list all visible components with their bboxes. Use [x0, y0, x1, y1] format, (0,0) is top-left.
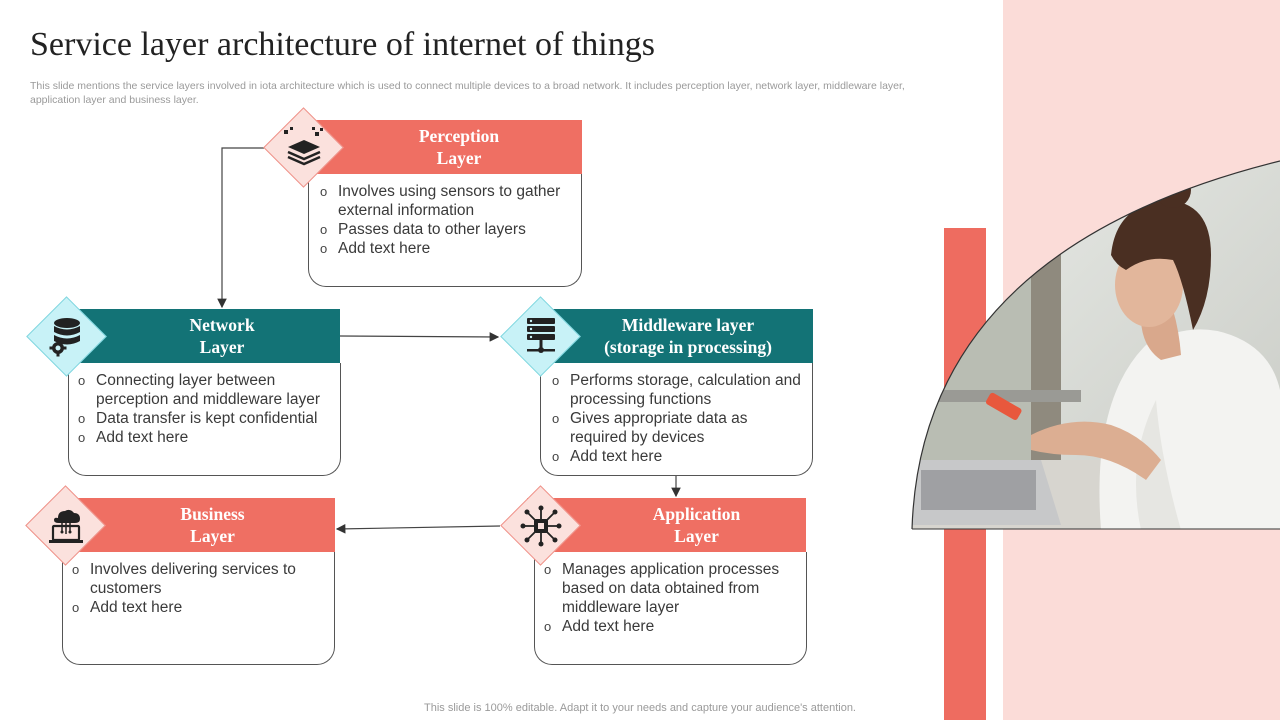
business-point: Involves delivering services to customer… — [71, 560, 326, 598]
business-title-line1: Business — [180, 504, 245, 524]
application-title-line2: Layer — [674, 526, 719, 546]
network-title-line1: Network — [189, 315, 255, 335]
arrow-application-to-business — [335, 524, 501, 534]
network-point: Add text here — [77, 428, 332, 447]
cloud-laptop-icon — [49, 509, 83, 543]
middleware-title-line1: Middleware layer — [621, 315, 755, 335]
perception-layer-box: Involves using sensors to gather externa… — [308, 174, 582, 287]
application-point: Manages application processes based on d… — [543, 560, 798, 617]
business-title-line2: Layer — [190, 526, 235, 546]
arrow-perception-to-network — [217, 147, 264, 309]
perception-point: Add text here — [319, 239, 571, 258]
page-subtitle: This slide mentions the service layers i… — [30, 80, 905, 106]
business-layer-box: Involves delivering services to customer… — [62, 552, 335, 665]
application-layer-box: Manages application processes based on d… — [534, 552, 807, 665]
middleware-title-line2: (storage in processing) — [604, 337, 772, 357]
middleware-layer-box: Performs storage, calculation and proces… — [540, 363, 813, 476]
network-point: Data transfer is kept confidential — [77, 409, 332, 428]
middleware-point: Add text here — [551, 447, 804, 466]
perception-layer-header: Perception Layer — [300, 120, 582, 174]
perception-point: Involves using sensors to gather externa… — [319, 182, 571, 220]
database-gear-icon — [49, 318, 80, 357]
network-layer-box: Connecting layer between perception and … — [68, 363, 341, 476]
server-rack-icon — [527, 318, 555, 353]
network-title-line2: Layer — [199, 337, 245, 357]
stacked-layers-icon — [284, 127, 323, 166]
page-title: Service layer architecture of internet o… — [30, 26, 655, 63]
middleware-point: Gives appropriate data as required by de… — [551, 409, 804, 447]
application-point: Add text here — [543, 617, 798, 636]
page-footer: This slide is 100% editable. Adapt it to… — [424, 702, 856, 714]
network-point: Connecting layer between perception and … — [77, 371, 332, 409]
chip-network-icon — [520, 505, 562, 547]
perception-title-line2: Layer — [436, 148, 482, 168]
arrow-network-to-middleware — [339, 332, 500, 342]
middleware-point: Performs storage, calculation and proces… — [551, 371, 804, 409]
application-title-line1: Application — [652, 504, 741, 524]
perception-title-line1: Perception — [418, 126, 500, 146]
business-point: Add text here — [71, 598, 326, 617]
woman-with-phone-photo — [911, 160, 1280, 530]
perception-point: Passes data to other layers — [319, 220, 571, 239]
